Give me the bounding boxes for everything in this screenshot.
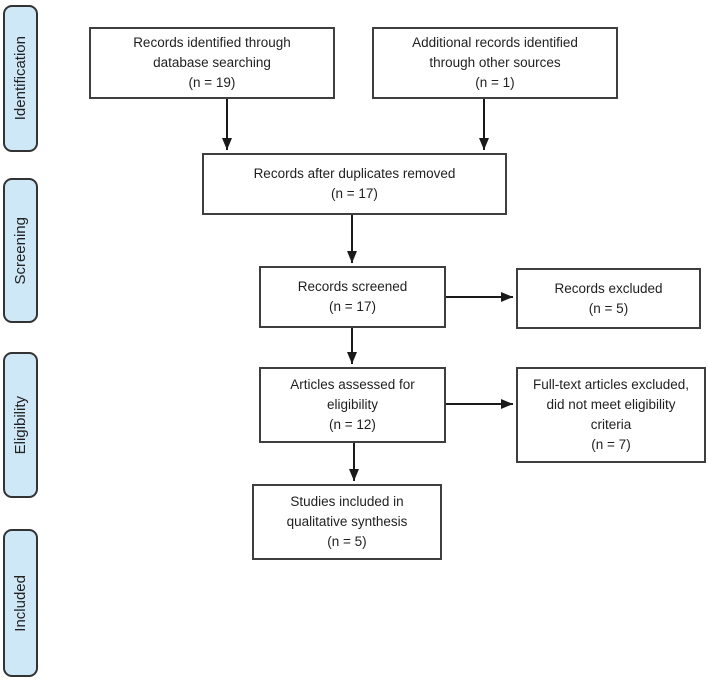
flow-box-articles-assessed: Articles assessed for eligibility (n = 1… — [259, 367, 446, 443]
stage-eligibility: Eligibility — [3, 352, 38, 498]
flow-box-fulltext-excluded: Full-text articles excluded, did not mee… — [516, 367, 706, 463]
flow-box-records-screened: Records screened (n = 17) — [259, 266, 446, 328]
flow-box-additional-records: Additional records identified through ot… — [372, 27, 618, 99]
stage-included: Included — [3, 529, 38, 677]
flow-box-studies-included: Studies included in qualitative synthesi… — [252, 484, 442, 560]
stage-eligibility-label: Eligibility — [12, 395, 29, 455]
stage-screening-label: Screening — [12, 216, 29, 285]
stage-identification: Identification — [3, 5, 38, 152]
stage-identification-label: Identification — [12, 36, 29, 121]
flow-box-after-duplicates: Records after duplicates removed (n = 17… — [202, 153, 507, 215]
stage-included-label: Included — [12, 574, 29, 632]
stage-screening: Screening — [3, 178, 38, 323]
flow-box-records-identified: Records identified through database sear… — [89, 27, 335, 99]
flow-box-records-excluded: Records excluded (n = 5) — [516, 268, 701, 329]
